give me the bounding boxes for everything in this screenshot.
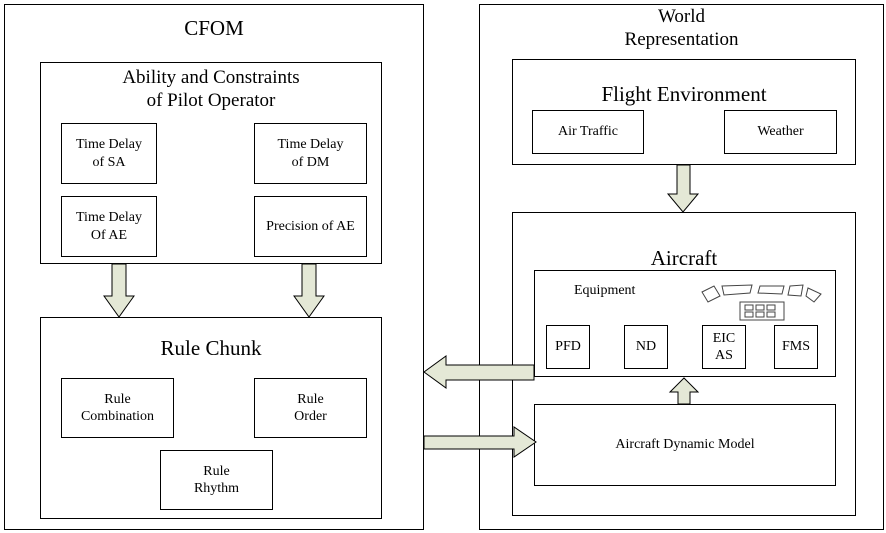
air-traffic-box: Air Traffic: [532, 110, 644, 154]
ability-constraints-title: Ability and Constraints of Pilot Operato…: [122, 67, 300, 111]
fms-box: FMS: [774, 325, 818, 369]
equipment-title: Equipment: [574, 283, 636, 298]
eicas-box: EIC AS: [702, 325, 746, 369]
flight-environment-title: Flight Environment: [601, 82, 767, 106]
time-delay-sa-box: Time Delay of SA: [61, 123, 157, 184]
cfom-title: CFOM: [184, 16, 244, 40]
rule-combination-box: Rule Combination: [61, 378, 174, 438]
aircraft-title: Aircraft: [650, 246, 718, 270]
nd-box: ND: [624, 325, 668, 369]
weather-box: Weather: [724, 110, 837, 154]
pfd-box: PFD: [546, 325, 590, 369]
aircraft-dynamic-model-box: Aircraft Dynamic Model: [534, 404, 836, 486]
rule-rhythm-box: Rule Rhythm: [160, 450, 273, 510]
time-delay-ae-box: Time Delay Of AE: [61, 196, 157, 257]
world-title: World Representation: [624, 6, 739, 50]
time-delay-dm-box: Time Delay of DM: [254, 123, 367, 184]
cockpit-panel-icon: [701, 284, 822, 321]
precision-ae-box: Precision of AE: [254, 196, 367, 257]
rule-order-box: Rule Order: [254, 378, 367, 438]
rule-chunk-title: Rule Chunk: [160, 336, 262, 360]
